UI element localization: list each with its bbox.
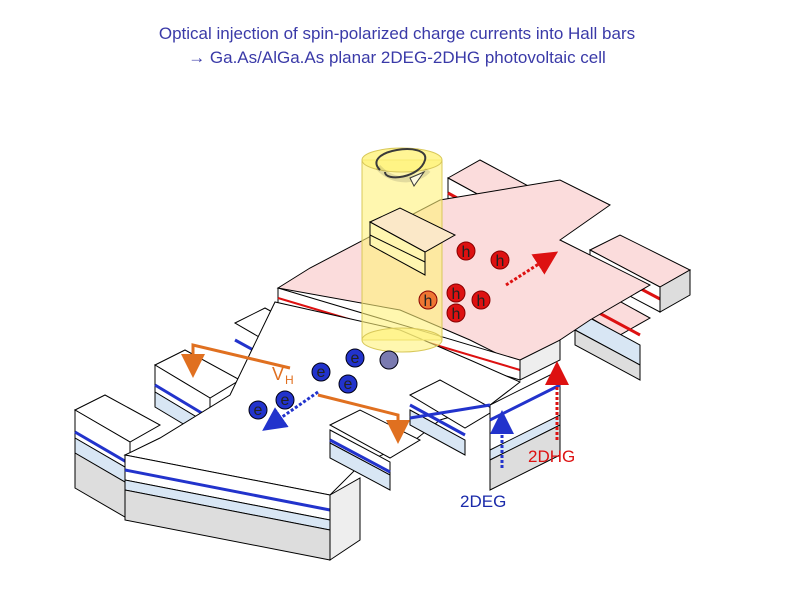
vh-subscript: H (285, 373, 294, 387)
electron-5-label: e (281, 392, 290, 409)
rotation-arrow (375, 148, 427, 179)
electron-current-arrow (262, 390, 319, 431)
electron-1-label: e (351, 350, 360, 367)
hole-6-label: h (477, 293, 486, 310)
hole-1-label: h (462, 244, 471, 261)
n-type-hall-bar (73, 301, 561, 561)
hole-4 (446, 283, 466, 303)
electron-1 (345, 348, 365, 368)
layer-pointers: 2DEG 2DHG (460, 361, 575, 511)
electron-3 (311, 362, 331, 382)
electron-3-label: e (317, 364, 326, 381)
holes: h h h h h h (418, 241, 559, 323)
n-contact-right-front (328, 409, 422, 491)
hole-4-label: h (452, 286, 461, 303)
electron-4-label: e (344, 376, 353, 393)
hole-2 (490, 250, 510, 270)
label-2deg: 2DEG (460, 492, 506, 511)
hole-3-label: h (424, 293, 433, 310)
electron-2 (379, 350, 399, 370)
hole-6 (471, 290, 491, 310)
title-line-2: → Ga.As/AlGa.As planar 2DEG-2DHG photovo… (188, 48, 606, 67)
hole-1 (456, 241, 476, 261)
hall-voltage-leads: V H (181, 343, 410, 444)
hole-5-label: h (452, 306, 461, 323)
electrons: e e e e e (248, 348, 399, 431)
n-contact-right-back (408, 379, 497, 456)
hole-current-arrow (505, 251, 559, 287)
title-line-1: Optical injection of spin-polarized char… (158, 24, 636, 43)
vh-label: V (272, 364, 284, 384)
electron-6-label: e (254, 402, 263, 419)
n-contact-left-outer (73, 394, 162, 521)
light-beam (361, 147, 457, 353)
hole-3 (418, 290, 438, 310)
electron-4 (338, 374, 358, 394)
label-2dhg: 2DHG (528, 447, 575, 466)
hole-5 (446, 303, 466, 323)
hole-2-label: h (496, 253, 505, 270)
